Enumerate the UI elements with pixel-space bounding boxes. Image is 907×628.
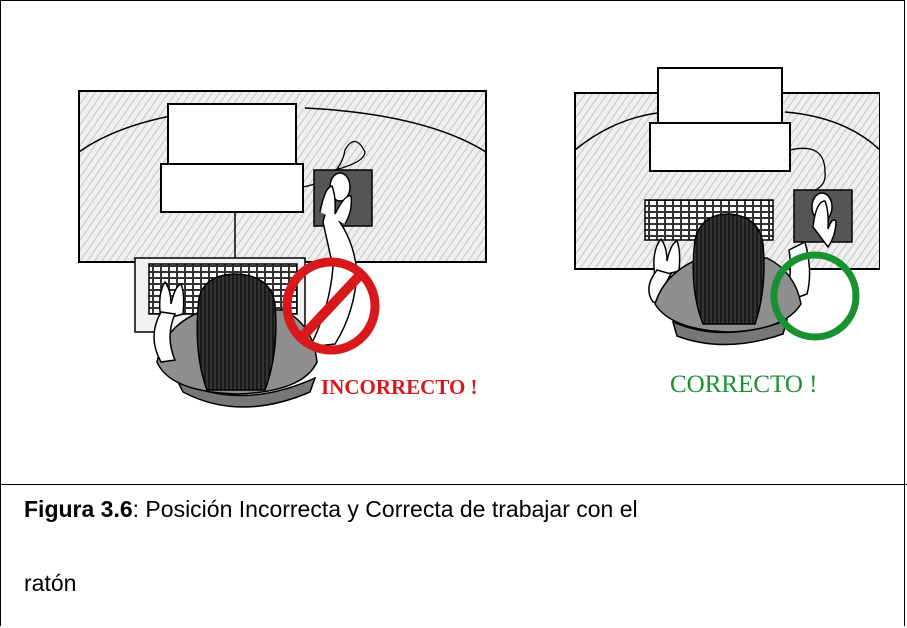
chair-right — [671, 318, 789, 346]
caption-figure-number: Figura 3.6 — [24, 496, 133, 522]
person-head-right — [692, 213, 765, 325]
monitor-right — [657, 67, 783, 124]
figure-caption-continued: ratón — [24, 570, 76, 597]
label-correct: CORRECTO ! — [670, 371, 817, 398]
correct-circle-icon — [770, 251, 860, 341]
caption-text-line2: ratón — [24, 570, 77, 596]
incorrect-scene: INCORRECTO ! — [78, 90, 487, 408]
figure-illustration: INCORRECTO ! — [65, 62, 880, 417]
monitor-left — [167, 103, 297, 165]
correct-scene: CORRECTO ! — [574, 67, 880, 398]
chair-left — [175, 376, 317, 408]
prohibition-icon — [282, 257, 380, 355]
person-head-left — [196, 273, 277, 391]
caption-divider — [0, 484, 907, 485]
figure-caption: Figura 3.6: Posición Incorrecta y Correc… — [24, 496, 638, 523]
caption-text-line1: : Posición Incorrecta y Correcta de trab… — [132, 496, 638, 522]
label-incorrect: INCORRECTO ! — [321, 375, 478, 399]
